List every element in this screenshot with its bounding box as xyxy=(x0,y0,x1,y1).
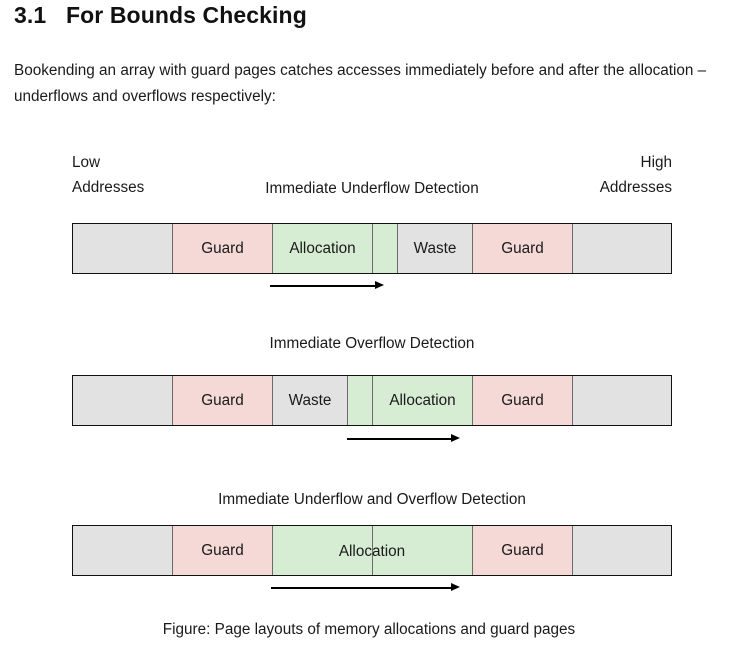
section-number: 3.1 xyxy=(14,2,47,28)
diagram-title-underflow: Immediate Underflow Detection xyxy=(265,180,479,197)
cell-allocation-tail xyxy=(373,224,398,273)
arrow-overflow xyxy=(347,434,460,443)
cell-allocation-part1 xyxy=(273,526,373,575)
cell-unused-right xyxy=(573,526,670,575)
intro-paragraph: Bookending an array with guard pages cat… xyxy=(14,62,707,105)
cell-guard-left: Guard xyxy=(173,376,273,425)
cell-guard-left: Guard xyxy=(173,224,273,273)
high-addresses-label: High Addresses xyxy=(600,150,672,200)
cell-allocation-head xyxy=(348,376,373,425)
low-addresses-label: Low Addresses xyxy=(72,150,144,200)
section-title: For Bounds Checking xyxy=(66,2,307,28)
cell-unused-right xyxy=(573,376,670,425)
high-addresses-line2: Addresses xyxy=(599,179,672,196)
cell-allocation: Allocation xyxy=(373,376,473,425)
high-addresses-line1: High xyxy=(640,154,672,171)
arrow-underflow xyxy=(270,281,384,290)
diagram-title-overflow: Immediate Overflow Detection xyxy=(269,335,475,352)
cell-guard-right: Guard xyxy=(473,224,573,273)
cell-unused-right xyxy=(573,224,670,273)
memory-bar-underflow: Guard Allocation Waste Guard xyxy=(72,223,672,274)
diagram-title-underflow-overflow: Immediate Underflow and Overflow Detecti… xyxy=(218,491,526,508)
memory-bar-underflow-overflow: Guard Guard xyxy=(72,525,672,576)
arrow-underflow-overflow xyxy=(271,583,460,592)
cell-waste: Waste xyxy=(273,376,348,425)
cell-unused-left xyxy=(73,526,173,575)
cell-unused-left xyxy=(73,224,173,273)
cell-guard-right: Guard xyxy=(473,526,573,575)
cell-allocation-part2 xyxy=(373,526,473,575)
cell-guard-right: Guard xyxy=(473,376,573,425)
memory-bar-overflow: Guard Waste Allocation Guard xyxy=(72,375,672,426)
page-title: 3.1 For Bounds Checking xyxy=(14,2,307,29)
low-addresses-line1: Low xyxy=(72,154,101,171)
cell-unused-left xyxy=(73,376,173,425)
cell-guard-left: Guard xyxy=(173,526,273,575)
cell-allocation: Allocation xyxy=(273,224,373,273)
allocation-span-label: Allocation xyxy=(338,543,406,560)
figure-caption: Figure: Page layouts of memory allocatio… xyxy=(162,621,576,638)
cell-waste: Waste xyxy=(398,224,473,273)
low-addresses-line2: Addresses xyxy=(72,179,145,196)
